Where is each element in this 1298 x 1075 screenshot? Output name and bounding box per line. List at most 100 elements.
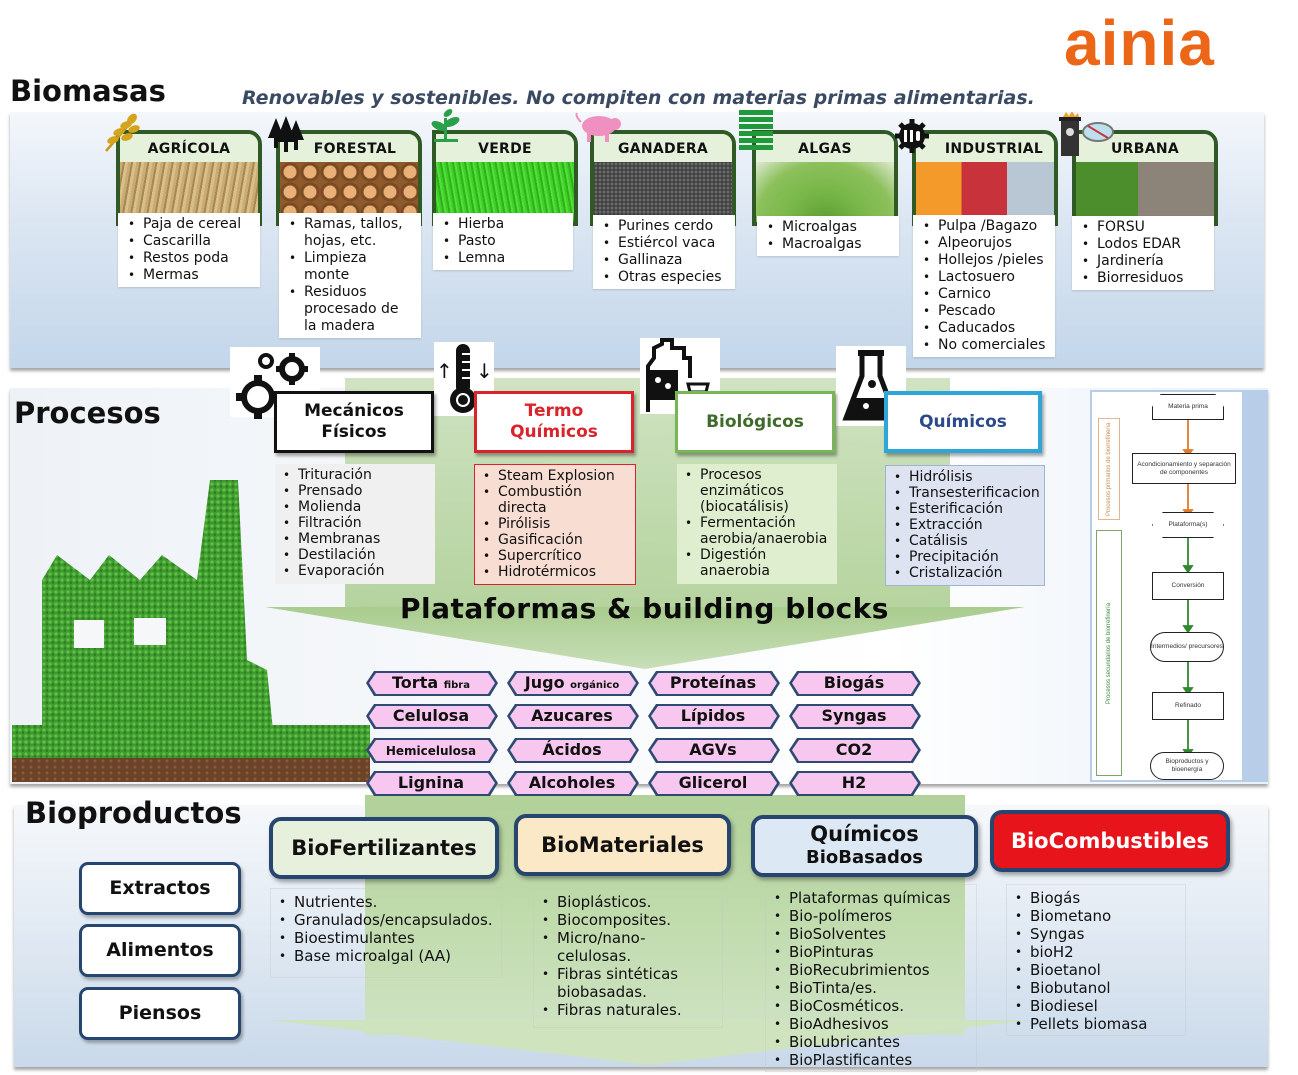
building-block-chip: Alcoholes: [505, 769, 639, 796]
list-item: Carnico: [921, 286, 1049, 303]
biomass-list-algas: MicroalgasMacroalgas: [757, 216, 899, 256]
chip-label: Syngas: [787, 702, 921, 729]
list-item: bioH2: [1013, 943, 1179, 961]
straw-image: [120, 162, 258, 222]
category-label: BioBasados: [806, 847, 923, 868]
category-label: BioMateriales: [541, 833, 704, 857]
list-item: Catálisis: [892, 533, 1040, 549]
list-item: Lemna: [441, 250, 567, 267]
list-item: Biometano: [1013, 907, 1179, 925]
list-item: Biocomposites.: [540, 911, 716, 929]
process-label: Biológicos: [706, 411, 804, 432]
list-item: Biobutanol: [1013, 979, 1179, 997]
chip-shape: [366, 738, 498, 763]
chip-label: Hemicelulosa: [364, 736, 498, 763]
biomasas-title: Biomasas: [10, 74, 166, 108]
biomass-card-label: GANADERA: [594, 134, 732, 162]
list-item: Fermentación aerobia/anaerobia: [683, 515, 833, 547]
svg-text:↓: ↓: [476, 359, 493, 383]
extractos-button[interactable]: Extractos: [79, 862, 241, 915]
list-item: Hierba: [441, 216, 567, 233]
alimentos-button[interactable]: Alimentos: [79, 924, 241, 977]
chip-label: Celulosa: [364, 702, 498, 729]
procesos-title: Procesos: [14, 396, 161, 430]
list-item: Transesterificacion: [892, 485, 1040, 501]
chip-shape: [789, 671, 921, 696]
list-item: BioLubricantes: [772, 1033, 970, 1051]
chip-shape: [507, 671, 639, 696]
category-list-biocombustibles: BiogásBiometanoSyngasbioH2BioetanolBiobu…: [1006, 884, 1186, 1036]
ainia-logo: ainia: [1064, 7, 1215, 79]
list-item: Microalgas: [765, 219, 893, 236]
list-item: Biodiesel: [1013, 997, 1179, 1015]
list-item: Lodos EDAR: [1080, 236, 1208, 253]
list-item: Procesos enzimáticos (biocatálisis): [683, 467, 803, 515]
category-list-biofertilizantes: Nutrientes.Granulados/encapsulados.Bioes…: [270, 888, 502, 978]
biomass-list-ganadera: Purines cerdoEstiércol vacaGallinazaOtra…: [593, 215, 735, 289]
list-item: Alpeorujos: [921, 235, 1049, 252]
category-quimicos-biobasados: Químicos BioBasados: [751, 815, 978, 877]
plataformas-arrow: [265, 607, 1025, 669]
list-item: Fibras sintéticas biobasadas.: [540, 965, 690, 1001]
list-item: Supercrítico: [481, 548, 631, 564]
bottle-flask-icon: [646, 338, 710, 412]
list-item: Hollejos /pieles: [921, 252, 1049, 269]
chip-shape: [507, 771, 639, 796]
list-item: Cascarilla: [126, 233, 254, 250]
chip-label: CO2: [787, 736, 921, 763]
chip-shape: [789, 738, 921, 763]
trees-icon: [266, 116, 306, 160]
process-list-quimicos: HidrólisisTransesterificacionEsterificac…: [885, 465, 1045, 586]
chip-main-text: Hemicelulosa: [385, 744, 477, 758]
building-block-chip: H2: [787, 769, 921, 796]
chip-shape: [648, 771, 780, 796]
list-item: Pellets biomasa: [1013, 1015, 1179, 1033]
chip-main-text: AGVs: [689, 740, 737, 759]
chip-label: AGVs: [646, 736, 780, 763]
thermometer-icon: ↑ ↓: [436, 344, 493, 413]
list-item: No comerciales: [921, 337, 1049, 354]
list-item: Pirólisis: [481, 516, 631, 532]
building-block-chip: Lípidos: [646, 702, 780, 729]
logs-image: [280, 162, 418, 222]
biomass-card-industrial: INDUSTRIAL: [912, 130, 1058, 226]
list-item: Pulpa /Bagazo: [921, 218, 1049, 235]
list-item: Jardinería: [1080, 253, 1208, 270]
flow-node-acondicionamiento: Acondicionamiento y separación de compon…: [1132, 453, 1236, 484]
chip-small-text: orgánico: [570, 680, 620, 691]
biomass-card-label: VERDE: [436, 134, 574, 162]
process-label: Químicos: [510, 422, 598, 442]
chip-main-text: Lignina: [397, 773, 465, 792]
pig-icon: [573, 112, 623, 148]
primary-processes-label: Procesos primarios de biorrefinería: [1098, 418, 1120, 520]
list-item: Hidrólisis: [892, 469, 1040, 485]
list-item: Precipitación: [892, 549, 1040, 565]
list-item: Macroalgas: [765, 236, 893, 253]
process-list-termo: Steam ExplosionCombustión directaPirólis…: [474, 464, 636, 585]
category-label: Químicos: [810, 822, 919, 846]
list-item: Micro/nano-celulosas.: [540, 929, 680, 965]
chip-shape: [507, 738, 639, 763]
chip-small-text: fibra: [443, 680, 470, 691]
process-label: Mecánicos: [304, 401, 404, 421]
chip-main-text: Glicerol: [678, 773, 748, 792]
list-item: Gallinaza: [601, 252, 729, 269]
flow-node-plataformas: Plataforma(s): [1152, 512, 1224, 538]
biomass-card-algas: ALGAS: [752, 130, 898, 226]
biomass-card-agricola: AGRÍCOLA: [116, 130, 262, 226]
chip-main-text: Syngas: [821, 706, 887, 725]
building-block-chip: Azucares: [505, 702, 639, 729]
process-biologicos: Biológicos: [675, 391, 835, 453]
erlenmeyer-flask-icon: [842, 350, 900, 421]
chip-shape: [648, 738, 780, 763]
chip-label: Glicerol: [646, 769, 780, 796]
list-item: Purines cerdo: [601, 218, 729, 235]
process-quimicos: Químicos: [884, 391, 1042, 453]
piensos-button[interactable]: Piensos: [79, 987, 241, 1040]
list-item: Plataformas químicas: [772, 889, 970, 907]
list-item: Digestión anaerobia: [683, 547, 793, 579]
biomass-list-agricola: Paja de cerealCascarillaRestos podaMerma…: [118, 213, 260, 287]
list-item: Trituración: [281, 467, 431, 483]
urban-waste-image: [1076, 162, 1214, 222]
